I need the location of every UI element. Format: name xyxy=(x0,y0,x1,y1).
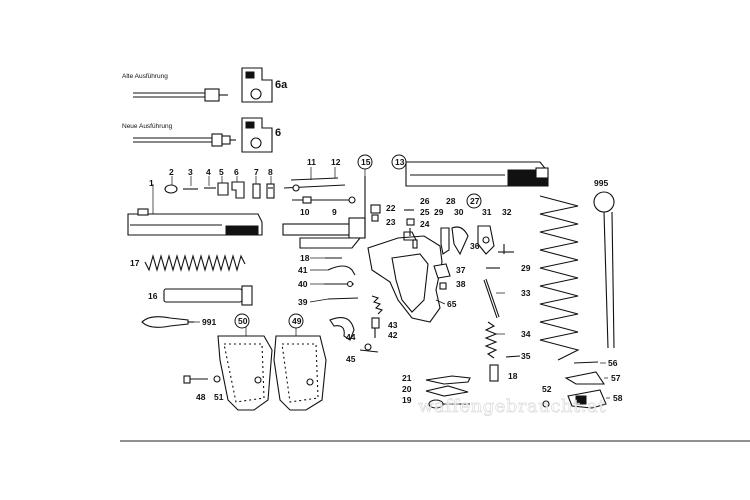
recoil-spring-drawing xyxy=(144,253,246,273)
callout-32: 32 xyxy=(502,207,512,217)
new-variant-group: Neue Ausführung 6 xyxy=(122,117,281,153)
latch-parts-group xyxy=(425,375,471,409)
guide-rod-drawing xyxy=(163,285,253,306)
callout-43: 43 xyxy=(388,320,398,330)
callout-7: 7 xyxy=(254,167,259,177)
new-firing-pin-drawing xyxy=(133,133,236,147)
callout-4: 4 xyxy=(206,167,211,177)
callout-circle-49 xyxy=(288,313,304,329)
callout-8: 8 xyxy=(268,167,273,177)
callout-991: 991 xyxy=(202,317,216,327)
new-extractor-drawing xyxy=(241,117,273,153)
callout-19: 19 xyxy=(402,395,412,405)
callout-31: 31 xyxy=(482,207,492,217)
new-variant-part-number: 6 xyxy=(275,127,281,139)
callout-57: 57 xyxy=(611,373,621,383)
callout-34: 34 xyxy=(521,329,531,339)
callout-18-left: 18 xyxy=(300,253,310,263)
callout-28: 28 xyxy=(446,196,456,206)
old-extractor-drawing xyxy=(241,67,273,103)
callout-5: 5 xyxy=(219,167,224,177)
trigger-parts-group xyxy=(324,257,384,353)
watermark: waffengebraucht.at xyxy=(418,396,606,417)
callout-circle-50 xyxy=(234,313,250,329)
callout-6: 6 xyxy=(234,167,239,177)
callout-20: 20 xyxy=(402,384,412,394)
callout-50: 50 xyxy=(238,316,248,326)
callout-40: 40 xyxy=(298,279,308,289)
callout-21: 21 xyxy=(402,373,412,383)
callout-labels: 1 2 3 4 5 6 7 8 9 10 11 12 13 15 16 17 1… xyxy=(130,157,623,405)
old-variant-part-number: 6a xyxy=(275,79,288,91)
callout-3: 3 xyxy=(188,167,193,177)
frame-drawing xyxy=(367,231,443,323)
tool-995-drawing xyxy=(593,191,615,349)
callout-22: 22 xyxy=(386,203,396,213)
callout-10: 10 xyxy=(300,207,310,217)
callout-51: 51 xyxy=(214,392,224,402)
callout-24: 24 xyxy=(420,219,430,229)
callout-circle-27 xyxy=(466,193,482,209)
callout-15: 15 xyxy=(361,157,371,167)
grip-screw-drawing xyxy=(183,375,221,384)
callout-65: 65 xyxy=(447,299,457,309)
new-variant-label: Neue Ausführung xyxy=(122,123,173,130)
circled-callouts xyxy=(234,154,482,329)
callout-circle-15 xyxy=(357,154,373,170)
callout-2: 2 xyxy=(169,167,174,177)
bottom-right-parts xyxy=(542,361,607,409)
callout-16: 16 xyxy=(148,291,158,301)
callout-23: 23 xyxy=(386,217,396,227)
old-variant-label: Alte Ausführung xyxy=(122,73,168,80)
slide-right-drawing xyxy=(405,161,549,187)
strut-and-spring xyxy=(483,278,521,382)
callout-18-right: 18 xyxy=(508,371,518,381)
callout-41: 41 xyxy=(298,265,308,275)
callout-36: 36 xyxy=(470,241,480,251)
rods-group xyxy=(283,177,356,204)
callout-12: 12 xyxy=(331,157,341,167)
callout-26: 26 xyxy=(420,196,430,206)
callout-17: 17 xyxy=(130,258,140,268)
slide-left-drawing xyxy=(127,208,263,236)
callout-29-top: 29 xyxy=(434,207,444,217)
hammer-parts-group xyxy=(370,204,514,290)
callout-1: 1 xyxy=(149,178,154,188)
callout-29-right: 29 xyxy=(521,263,531,273)
callout-35: 35 xyxy=(521,351,531,361)
callout-45: 45 xyxy=(346,354,356,364)
callout-27: 27 xyxy=(470,196,480,206)
callout-13: 13 xyxy=(395,157,405,167)
grip-plate-left-drawing xyxy=(217,335,273,411)
magazine-spring-drawing xyxy=(539,195,580,361)
callout-33: 33 xyxy=(521,288,531,298)
callout-42: 42 xyxy=(388,330,398,340)
barrel-drawing xyxy=(282,176,366,249)
tool-991-drawing xyxy=(141,316,194,328)
callout-49: 49 xyxy=(292,316,302,326)
callout-38: 38 xyxy=(456,279,466,289)
leader-lines xyxy=(152,167,610,399)
small-parts-row xyxy=(164,181,275,199)
old-firing-pin-drawing xyxy=(133,88,228,102)
callout-9: 9 xyxy=(332,207,337,217)
callout-39: 39 xyxy=(298,297,308,307)
callout-11: 11 xyxy=(307,157,316,167)
callout-37: 37 xyxy=(456,265,466,275)
callout-48: 48 xyxy=(196,392,206,402)
callout-52: 52 xyxy=(542,384,552,394)
callout-44: 44 xyxy=(346,332,356,342)
callout-995: 995 xyxy=(594,178,608,188)
callout-56: 56 xyxy=(608,358,618,368)
old-variant-group: Alte Ausführung 6a xyxy=(122,67,288,103)
callout-58: 58 xyxy=(613,393,623,403)
grip-plate-right-drawing xyxy=(273,335,327,411)
callout-30: 30 xyxy=(454,207,464,217)
callout-25: 25 xyxy=(420,207,430,217)
callout-circle-13 xyxy=(391,154,407,170)
